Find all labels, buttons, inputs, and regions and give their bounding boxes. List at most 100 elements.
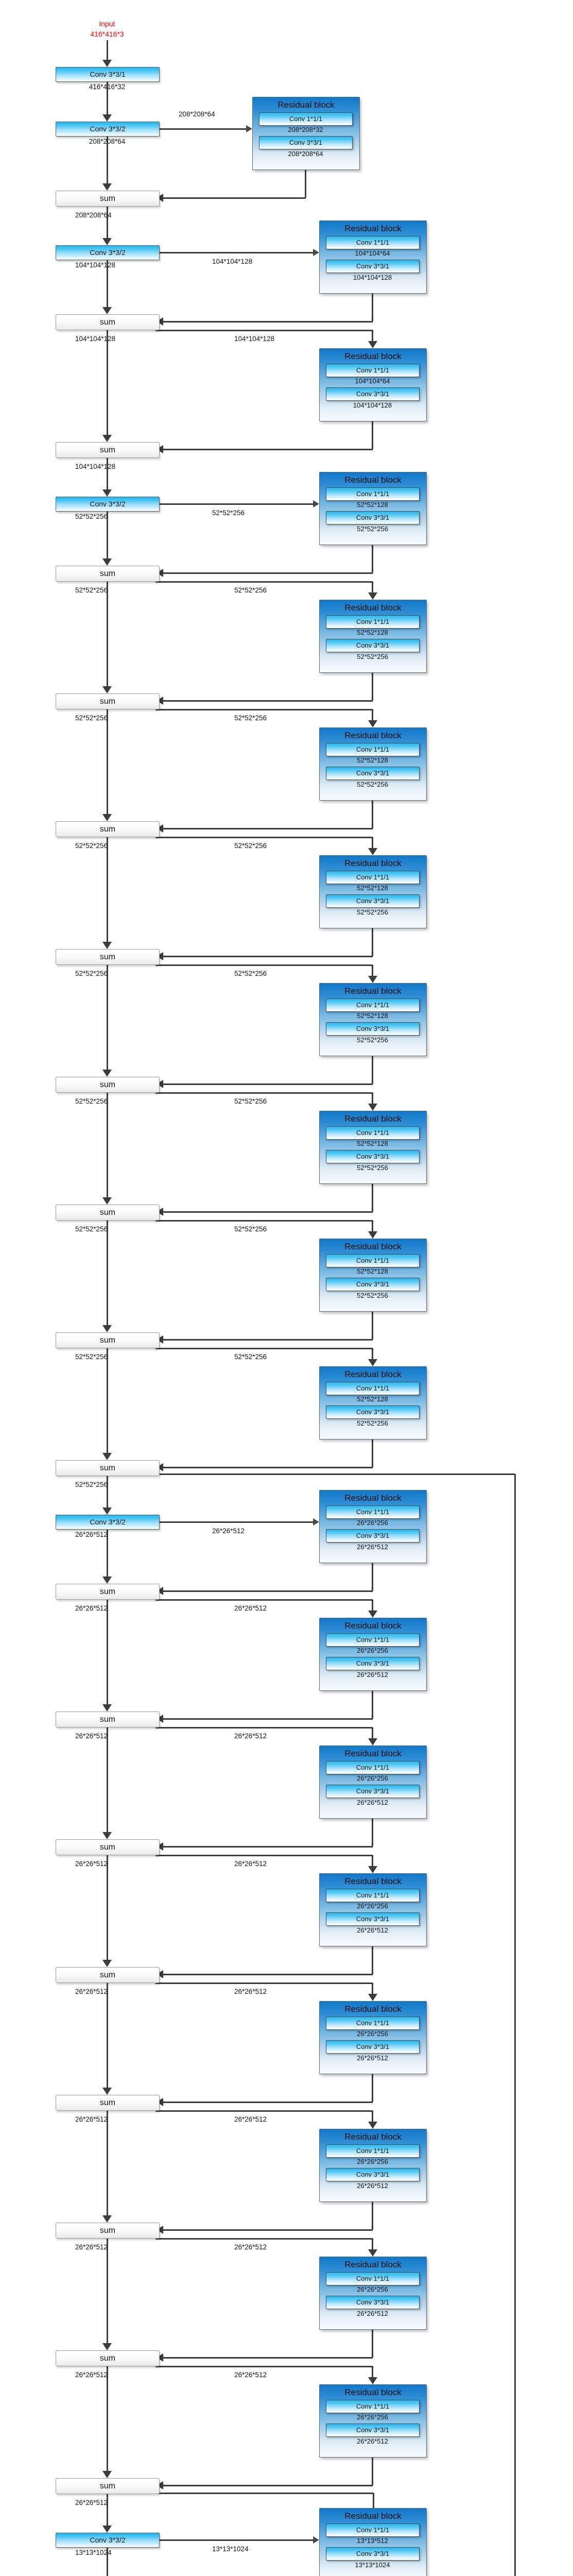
stage-trunk-dim: 26*26*512: [75, 1604, 108, 1612]
downsample-conv-stage5[interactable]: Conv 3*3/2: [56, 2533, 160, 2548]
residual-conv-3x3-16[interactable]: Conv 3*3/1: [326, 2168, 420, 2181]
stem-conv-1[interactable]: Conv 3*3/1: [56, 67, 160, 82]
residual-conv-3x3-14[interactable]: Conv 3*3/1: [326, 1912, 420, 1926]
stage-trunk-dim: 52*52*256: [75, 970, 108, 977]
edge-vertical: [106, 964, 108, 1070]
residual-conv-1x1-8[interactable]: Conv 1*1/1: [326, 1126, 420, 1140]
residual-conv-3x3-0[interactable]: Conv 3*3/1: [259, 136, 353, 149]
sum-block-stage3-5[interactable]: sum: [56, 1205, 160, 1221]
residual-conv-3x3-2[interactable]: Conv 3*3/1: [326, 387, 420, 401]
stage-trunk-dim: 52*52*256: [75, 586, 108, 594]
residual-conv-1x1-0[interactable]: Conv 1*1/1: [259, 112, 353, 126]
residual-block-title: Residual block: [344, 351, 402, 361]
downsample-conv-stage4[interactable]: Conv 3*3/2: [56, 1515, 160, 1530]
residual-conv-3x3-4[interactable]: Conv 3*3/1: [326, 639, 420, 652]
sum-block-stage3-6[interactable]: sum: [56, 1332, 160, 1348]
residual-conv-1x1-6[interactable]: Conv 1*1/1: [326, 871, 420, 884]
edge-horizontal: [163, 1338, 373, 1341]
residual-conv-1x1-19[interactable]: Conv 1*1/1: [326, 2523, 420, 2537]
sum-block-stage3-1[interactable]: sum: [56, 693, 160, 709]
arrowhead-down: [102, 114, 112, 122]
arrowhead-right: [313, 500, 319, 507]
residual-conv-3x3-15[interactable]: Conv 3*3/1: [326, 2040, 420, 2054]
sum-block-stage4-2[interactable]: sum: [56, 1839, 160, 1855]
residual-block-9: Residual block: [319, 1239, 427, 1312]
stem-dim-2: 208*208*64: [89, 138, 126, 145]
arrowhead-down: [368, 1104, 377, 1111]
arrowhead-right: [313, 249, 319, 256]
residual-conv-1x1-16[interactable]: Conv 1*1/1: [326, 2144, 420, 2158]
downsample-conv-stage3[interactable]: Conv 3*3/2: [56, 497, 160, 512]
residual-conv-3x3-17[interactable]: Conv 3*3/1: [326, 2296, 420, 2309]
sum-block-stage3-3[interactable]: sum: [56, 949, 160, 965]
residual-conv-1x1-1[interactable]: Conv 1*1/1: [326, 236, 420, 249]
sum-block-stage1-0[interactable]: sum: [56, 191, 160, 207]
residual-block-11: Residual block: [319, 1490, 427, 1563]
residual-conv-1x1-18[interactable]: Conv 1*1/1: [326, 2400, 420, 2413]
residual-conv-1x1-10[interactable]: Conv 1*1/1: [326, 1382, 420, 1395]
residual-block-title: Residual block: [344, 603, 402, 613]
residual-conv-1x1-15[interactable]: Conv 1*1/1: [326, 2016, 420, 2030]
sum-block-stage3-7[interactable]: sum: [56, 1460, 160, 1476]
sum-block-stage3-2[interactable]: sum: [56, 821, 160, 837]
edge-vertical: [106, 1982, 108, 2088]
downsample-dim: 26*26*512: [75, 1531, 108, 1538]
edge-horizontal: [163, 1466, 373, 1468]
sum-block-stage4-6[interactable]: sum: [56, 2350, 160, 2366]
residual-conv-3x3-18[interactable]: Conv 3*3/1: [326, 2424, 420, 2437]
sum-block-stage4-5[interactable]: sum: [56, 2223, 160, 2239]
sum-block-stage4-7[interactable]: sum: [56, 2478, 160, 2494]
residual-conv-1x1-2[interactable]: Conv 1*1/1: [326, 364, 420, 377]
residual-conv-3x3-12[interactable]: Conv 3*3/1: [326, 1657, 420, 1670]
residual-conv-3x3-1[interactable]: Conv 3*3/1: [326, 260, 420, 273]
residual-conv-1x1-12[interactable]: Conv 1*1/1: [326, 1633, 420, 1647]
sum-block-stage4-1[interactable]: sum: [56, 1711, 160, 1727]
residual-conv-3x3-7[interactable]: Conv 3*3/1: [326, 1022, 420, 1036]
residual-conv-1x1-3[interactable]: Conv 1*1/1: [326, 487, 420, 501]
sum-block-stage4-3[interactable]: sum: [56, 1967, 160, 1983]
residual-conv-3x3-3[interactable]: Conv 3*3/1: [326, 511, 420, 524]
downsample-dim: 104*104*128: [75, 261, 116, 269]
residual-block-14: Residual block: [319, 1873, 427, 1946]
residual-conv-3x3-9[interactable]: Conv 3*3/1: [326, 1278, 420, 1291]
edge-horizontal: [155, 1726, 373, 1728]
residual-block-title: Residual block: [344, 1876, 402, 1886]
stem-conv-2[interactable]: Conv 3*3/2: [56, 122, 160, 137]
residual-block-title: Residual block: [344, 2511, 402, 2521]
edge-vertical: [372, 965, 373, 976]
edge-vertical: [106, 206, 108, 239]
sum-block-stage4-0[interactable]: sum: [56, 1584, 160, 1600]
residual-conv-3x3-8[interactable]: Conv 3*3/1: [326, 1150, 420, 1163]
edge-vertical: [106, 1726, 108, 1833]
residual-conv-1x1-13[interactable]: Conv 1*1/1: [326, 1761, 420, 1774]
downsample-conv-stage2[interactable]: Conv 3*3/2: [56, 245, 160, 260]
edge-vertical: [372, 1438, 373, 1467]
residual-dim-2-9: 52*52*256: [357, 1292, 388, 1299]
residual-conv-1x1-11[interactable]: Conv 1*1/1: [326, 1505, 420, 1519]
residual-conv-1x1-9[interactable]: Conv 1*1/1: [326, 1254, 420, 1267]
residual-block-10: Residual block: [319, 1366, 427, 1439]
residual-dim-1-3: 52*52*128: [357, 501, 388, 509]
sum-block-stage2-0[interactable]: sum: [56, 314, 160, 330]
residual-conv-3x3-13[interactable]: Conv 3*3/1: [326, 1785, 420, 1798]
edge-vertical: [106, 2493, 108, 2526]
edge-vertical: [106, 2238, 108, 2344]
edge-vertical: [106, 511, 108, 559]
stage-trunk-dim: 26*26*512: [75, 2243, 108, 2251]
residual-conv-1x1-7[interactable]: Conv 1*1/1: [326, 998, 420, 1012]
residual-conv-1x1-14[interactable]: Conv 1*1/1: [326, 1889, 420, 1902]
residual-conv-3x3-6[interactable]: Conv 3*3/1: [326, 894, 420, 908]
edge-horizontal: [155, 1854, 373, 1856]
residual-conv-1x1-5[interactable]: Conv 1*1/1: [326, 743, 420, 756]
residual-conv-3x3-5[interactable]: Conv 3*3/1: [326, 767, 420, 780]
sum-block-stage4-4[interactable]: sum: [56, 2095, 160, 2111]
residual-conv-1x1-17[interactable]: Conv 1*1/1: [326, 2272, 420, 2285]
sum-block-stage3-4[interactable]: sum: [56, 1077, 160, 1093]
residual-conv-3x3-19[interactable]: Conv 3*3/1: [326, 2547, 420, 2561]
residual-conv-3x3-10[interactable]: Conv 3*3/1: [326, 1405, 420, 1419]
sum-block-stage3-0[interactable]: sum: [56, 566, 160, 582]
sum-block-stage2-1[interactable]: sum: [56, 442, 160, 458]
residual-conv-3x3-11[interactable]: Conv 3*3/1: [326, 1529, 420, 1543]
residual-conv-1x1-4[interactable]: Conv 1*1/1: [326, 615, 420, 629]
